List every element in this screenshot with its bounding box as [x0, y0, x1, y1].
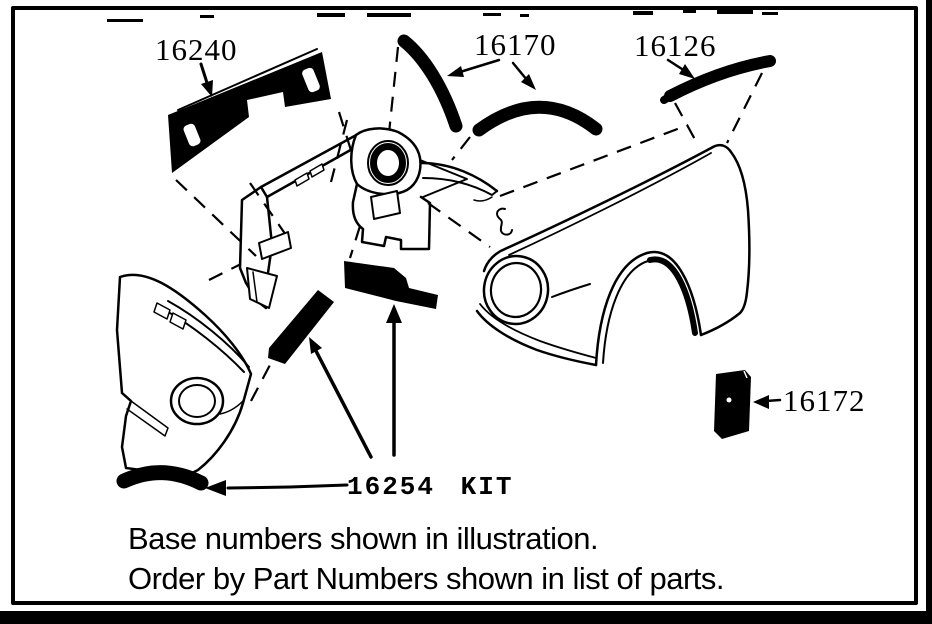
- seal-strip-arc: [472, 100, 603, 137]
- scan-edge-bottom: [0, 611, 932, 624]
- part-label-16126: 16126: [634, 28, 717, 63]
- part-label-16254-kit: 16254 KIT: [347, 472, 513, 502]
- apron-window: [370, 190, 401, 220]
- part-label-16172: 16172: [783, 383, 866, 418]
- dashed-leader-lines: [175, 46, 763, 402]
- border-rectangle: [11, 6, 918, 605]
- seal-pad-16172: [714, 370, 751, 439]
- arrowhead-kit-left: [205, 480, 226, 496]
- panel-flange-line: [177, 48, 318, 111]
- arrowhead-16170-right: [521, 74, 536, 90]
- wheel-arch: [594, 250, 703, 367]
- arrowhead-kit-diag: [309, 337, 322, 354]
- footnote: Base numbers shown in illustration. Orde…: [128, 521, 725, 596]
- arrowhead-16172: [753, 395, 769, 409]
- panel-hole-left: [183, 123, 201, 147]
- panel-hole-right: [302, 67, 320, 93]
- headlamp-opening-outer: [367, 140, 409, 186]
- part-label-16240: 16240: [155, 32, 238, 67]
- arrowhead-16170-left: [447, 66, 464, 77]
- arrowhead-kit-up: [386, 304, 402, 323]
- kit-seal-center: [344, 261, 438, 309]
- seal-strip-16126: [664, 55, 776, 102]
- strut-foot: [246, 267, 278, 309]
- scan-artifacts: [107, 9, 778, 22]
- strut-window: [258, 231, 292, 260]
- front-fender: [475, 143, 751, 367]
- wheel-arch-shadow: [647, 256, 698, 336]
- arrowhead-16240: [201, 80, 213, 97]
- fender-character-line: [551, 283, 591, 298]
- clip-curl: [496, 207, 513, 236]
- scan-edge-right: [926, 0, 932, 624]
- headlamp-opening-fender: [482, 254, 550, 326]
- seal-panel-16240: [168, 48, 331, 173]
- footnote-line-2: Order by Part Numbers shown in list of p…: [128, 561, 724, 596]
- arrowhead-16126: [679, 64, 695, 79]
- part-label-16170: 16170: [474, 27, 557, 62]
- seal-panel-shape: [168, 52, 331, 173]
- kit-seal-left: [268, 290, 334, 364]
- fender-bottom-seal: [116, 465, 209, 491]
- fender-front-section: [115, 273, 253, 491]
- seal-strip-vertical: [397, 34, 463, 133]
- fender-apron-assembly: [238, 127, 513, 310]
- seal-strips-16170: [397, 34, 603, 137]
- headlamp-opening-ring: [370, 143, 406, 183]
- callout-arrows: [199, 58, 782, 496]
- footnote-line-1: Base numbers shown in illustration.: [128, 521, 598, 556]
